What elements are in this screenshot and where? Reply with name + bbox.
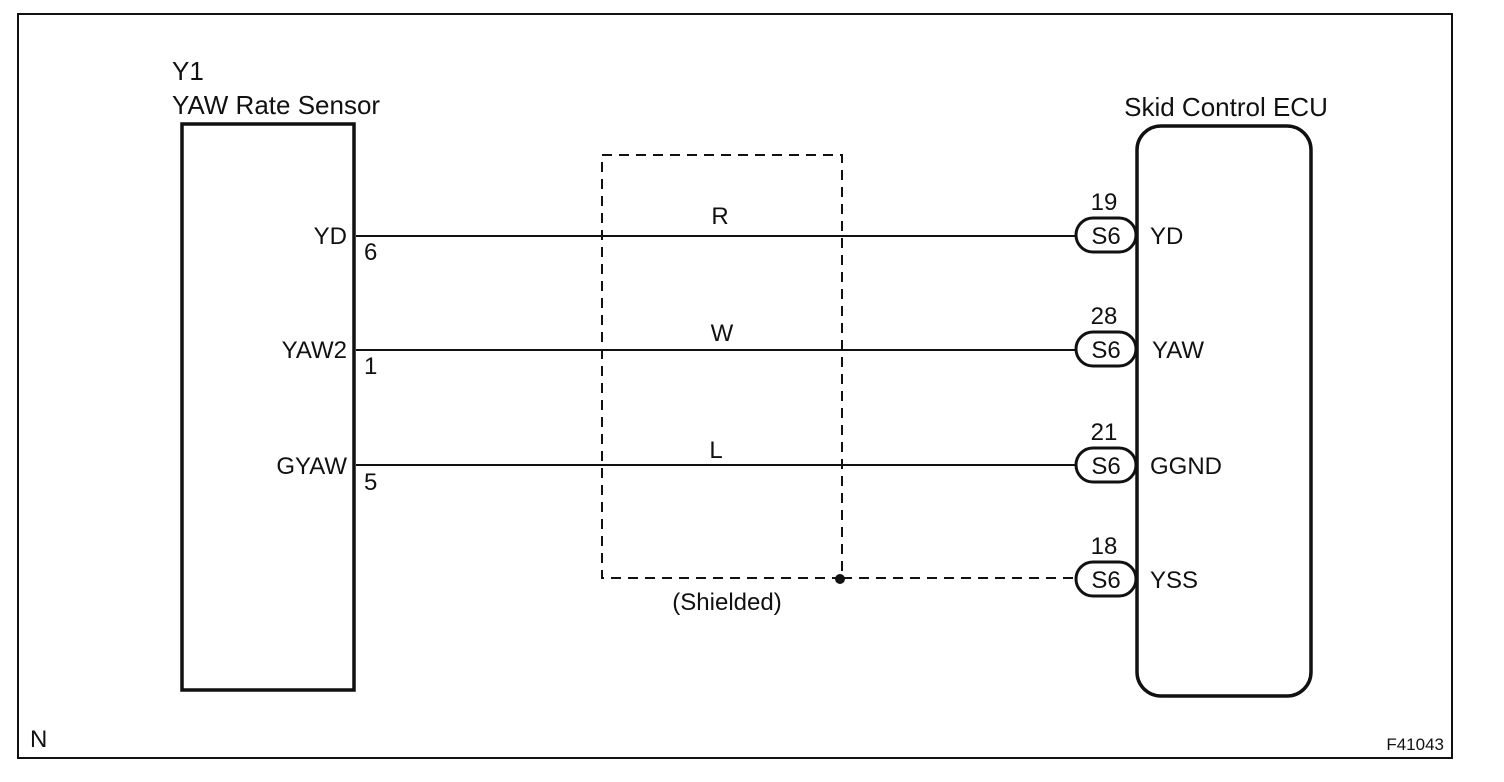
figure-id: F41043 (1386, 735, 1444, 754)
ecu-pin-signal-yd: YD (1150, 223, 1183, 250)
ecu-connector-s6-pin-28 (1074, 330, 1138, 368)
ecu-connector-label: S6 (1091, 223, 1120, 250)
ecu-connector-s6-pin-21 (1074, 446, 1138, 484)
sensor-body (180, 122, 356, 692)
ecu-pin-number-28: 28 (1091, 303, 1118, 330)
ecu-pin-signal-yss: YSS (1150, 567, 1198, 594)
sensor-pin-signal-yd: YD (314, 223, 347, 250)
ecu-body (1135, 124, 1313, 698)
sensor-name: YAW Rate Sensor (172, 90, 380, 120)
ecu-pin-number-18: 18 (1091, 533, 1118, 560)
ecu-pin-signal-ggnd: GGND (1150, 453, 1222, 480)
ecu-connector-label: S6 (1091, 453, 1120, 480)
diagram-frame (17, 13, 1453, 759)
sensor-code: Y1 (172, 56, 204, 86)
sensor-pin-number-6: 6 (364, 239, 377, 266)
ecu-pin-signal-yaw: YAW (1152, 337, 1204, 364)
ecu-pin-number-21: 21 (1091, 419, 1118, 446)
wire-color-l: L (709, 437, 722, 464)
wire-color-w: W (711, 320, 734, 347)
wire-color-r: R (711, 203, 728, 230)
ecu-pin-number-19: 19 (1091, 189, 1118, 216)
ecu-connector-label: S6 (1091, 567, 1120, 594)
orientation-mark: N (30, 726, 47, 753)
ecu-connector-s6-pin-18 (1074, 560, 1138, 598)
shield-junction-dot (835, 574, 845, 584)
sensor-pin-signal-yaw2: YAW2 (282, 337, 347, 364)
ecu-name: Skid Control ECU (1124, 92, 1328, 122)
sensor-pin-number-5: 5 (364, 469, 377, 496)
sensor-pin-number-1: 1 (364, 353, 377, 380)
ecu-connector-s6-pin-19 (1074, 216, 1138, 254)
shield-label: (Shielded) (672, 589, 781, 616)
sensor-pin-signal-gyaw: GYAW (276, 453, 347, 480)
ecu-connector-label: S6 (1091, 337, 1120, 364)
